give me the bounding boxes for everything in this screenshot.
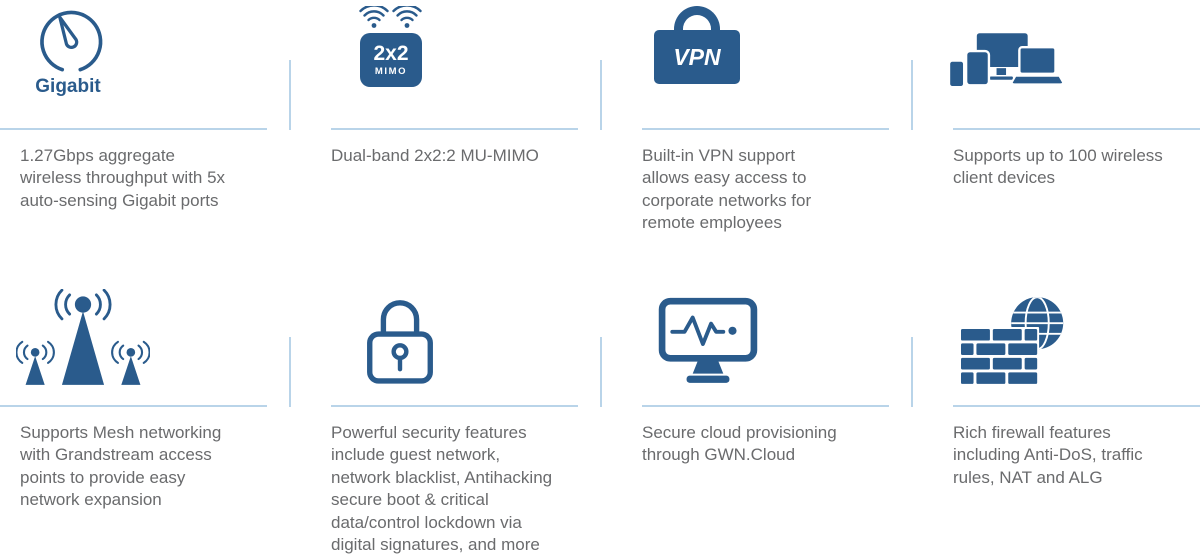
feature-card-security: Powerful security features include guest… bbox=[289, 275, 578, 555]
feature-card-firewall: Rich firewall features including Anti-Do… bbox=[911, 275, 1200, 555]
divider-line bbox=[600, 60, 889, 130]
divider-line bbox=[0, 404, 267, 407]
divider-line bbox=[911, 60, 1200, 130]
vpn-lock-icon: VPN bbox=[654, 6, 740, 84]
feature-description: Dual-band 2x2:2 MU-MIMO bbox=[331, 146, 539, 165]
divider-line bbox=[600, 336, 889, 407]
mimo-badge-top: 2x2 bbox=[373, 41, 409, 65]
feature-card-vpn: VPN Built-in VPN support allows easy acc… bbox=[600, 0, 889, 235]
vpn-badge: VPN bbox=[654, 30, 740, 84]
feature-card-mesh: Supports Mesh networking with Grandstrea… bbox=[0, 275, 267, 555]
divider-line bbox=[911, 336, 1200, 407]
divider-line bbox=[289, 336, 578, 407]
feature-description: 1.27Gbps aggregate wireless throughput w… bbox=[20, 146, 226, 210]
feature-card-cloud: Secure cloud provisioning through GWN.Cl… bbox=[600, 275, 889, 555]
mesh-antennas-icon bbox=[16, 288, 150, 385]
divider-line bbox=[289, 60, 578, 130]
feature-description: Supports Mesh networking with Grandstrea… bbox=[20, 422, 222, 510]
mimo-badge: 2x2 MIMO bbox=[360, 33, 422, 87]
feature-description: Supports up to 100 wireless client devic… bbox=[953, 146, 1163, 188]
mimo-badge-bottom: MIMO bbox=[374, 66, 408, 78]
divider-line bbox=[0, 128, 267, 130]
gauge-icon: Gigabit bbox=[26, 6, 110, 98]
feature-description: Powerful security features include guest… bbox=[331, 422, 553, 554]
speedometer-icon bbox=[40, 10, 103, 72]
feature-card-gigabit: Gigabit 1.27Gbps aggregate wireless thro… bbox=[0, 0, 267, 235]
feature-description: Rich firewall features including Anti-Do… bbox=[953, 422, 1143, 487]
lock-shackle bbox=[674, 6, 720, 32]
feature-card-mimo: 2x2 MIMO Dual-band 2x2:2 MU-MIMO bbox=[289, 0, 578, 235]
padlock-outline-icon bbox=[367, 299, 433, 384]
wifi-mimo-icon: 2x2 MIMO bbox=[359, 6, 423, 87]
feature-card-clients: Supports up to 100 wireless client devic… bbox=[911, 0, 1200, 235]
client-devices-icon bbox=[949, 32, 1065, 89]
monitor-pulse-icon bbox=[658, 297, 758, 383]
gigabit-label: Gigabit bbox=[35, 76, 101, 97]
feature-description: Built-in VPN support allows easy access … bbox=[642, 146, 812, 233]
feature-description: Secure cloud provisioning through GWN.Cl… bbox=[642, 422, 837, 465]
firewall-globe-icon bbox=[961, 296, 1064, 386]
dual-wifi-icon bbox=[359, 6, 422, 28]
